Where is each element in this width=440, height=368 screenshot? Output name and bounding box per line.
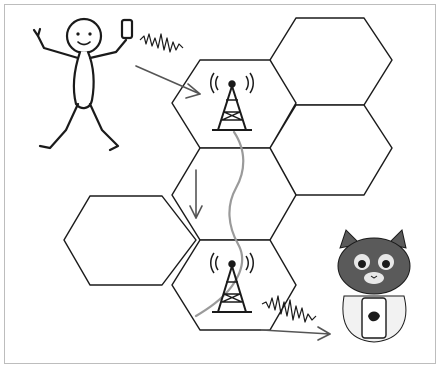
- cat-receiver: [338, 230, 410, 342]
